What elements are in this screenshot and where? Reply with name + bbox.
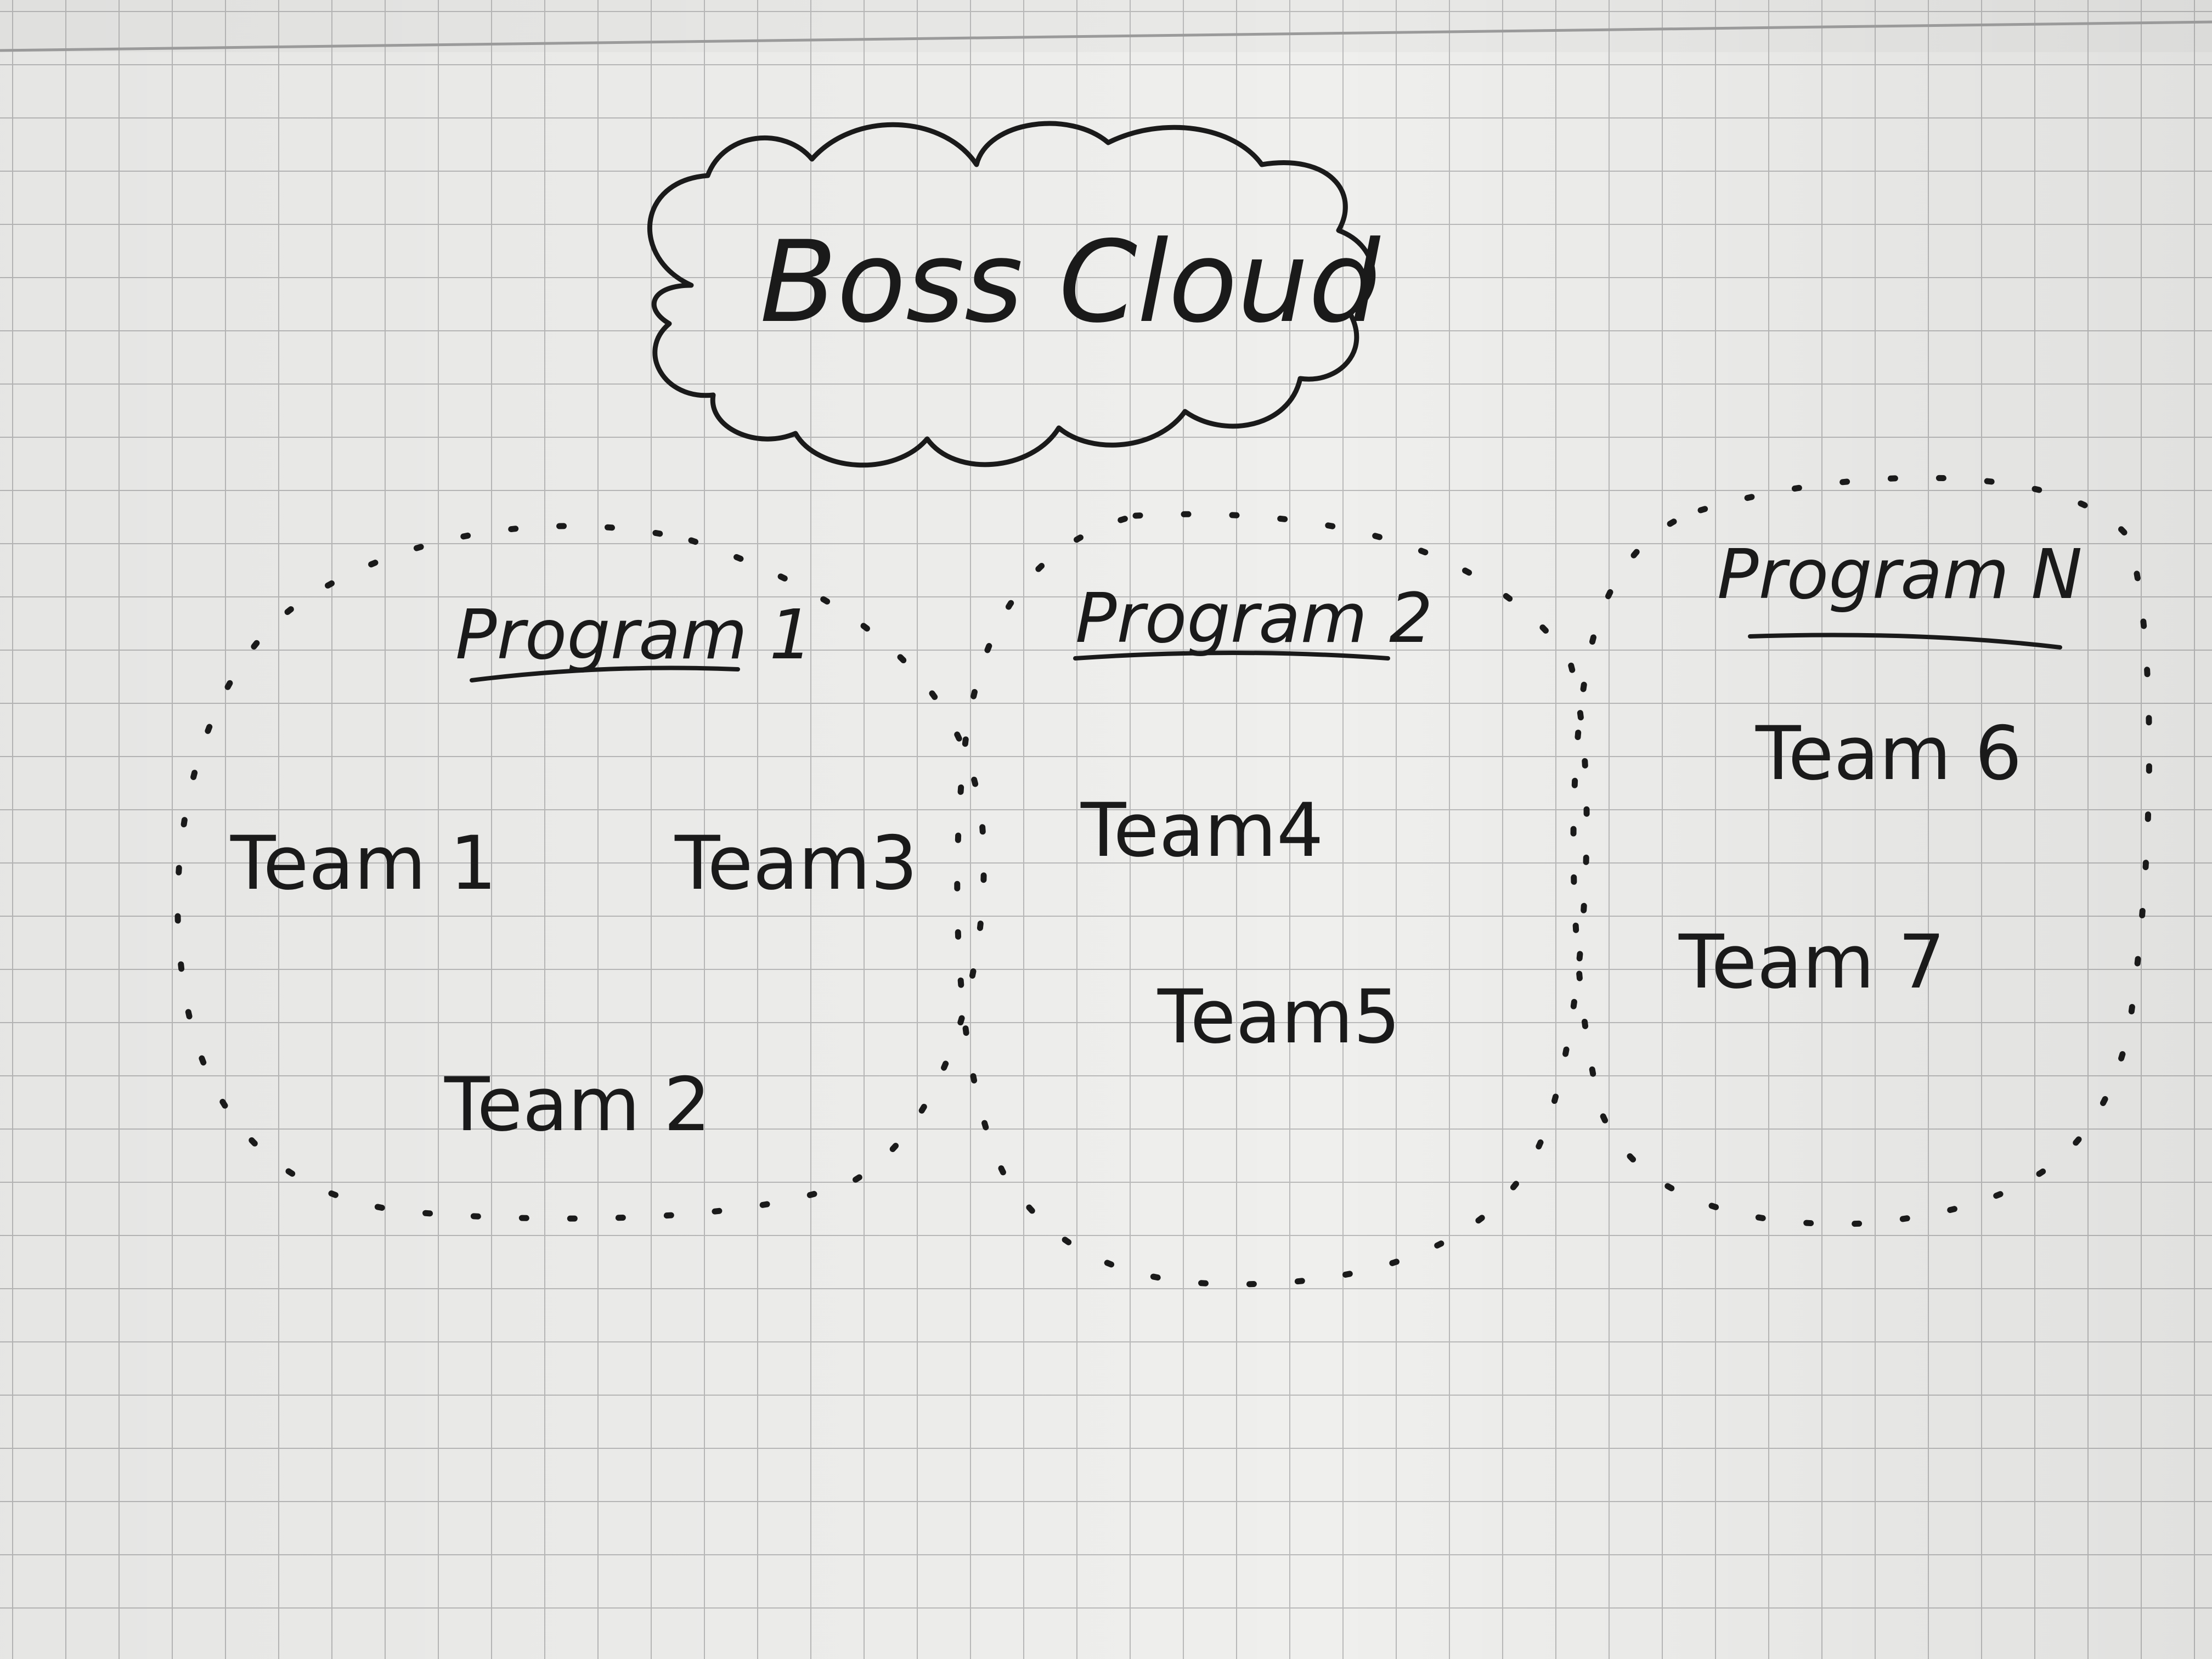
program-2-group: Program 2 Team4 Team5: [954, 511, 1590, 1288]
team-1-label: Team 1: [230, 820, 497, 906]
team-2-label: Team 2: [444, 1062, 711, 1148]
team-6-label: Team 6: [1755, 710, 2022, 797]
program-1-boundary: [174, 523, 987, 1222]
team-3-label: Team3: [674, 820, 918, 906]
team-5-label: Team5: [1157, 974, 1401, 1060]
program-2-title: Program 2: [1075, 579, 1433, 658]
team-7-label: Team 7: [1678, 919, 1945, 1005]
program-n-underline: [1748, 633, 2062, 650]
program-1-group: Program 1 Team 1 Team 2 Team3: [174, 523, 987, 1222]
program-2-underline: [1073, 651, 1390, 661]
team-4-label: Team4: [1080, 787, 1324, 873]
cloud-outline: [647, 121, 1376, 468]
program-n-group: Program N Team 6 Team 7: [1570, 475, 2152, 1227]
program-1-underline: [470, 665, 740, 682]
boss-cloud: Boss Cloud: [647, 121, 1381, 468]
program-1-title: Program 1: [455, 595, 813, 675]
cloud-label: Boss Cloud: [760, 217, 1381, 348]
program-n-title: Program N: [1717, 535, 2083, 614]
